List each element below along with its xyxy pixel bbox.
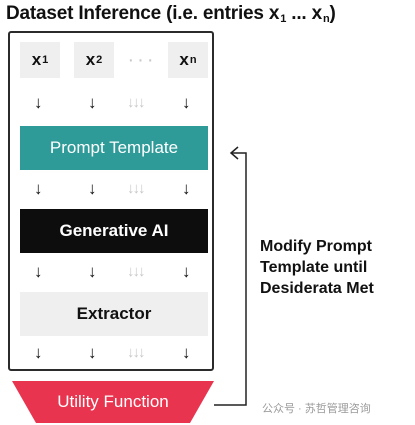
arrow-down-icon: ↓ [34, 179, 43, 198]
arrow-down-icon: ↓ [88, 93, 97, 112]
arrow-down-icon: ↓ [182, 93, 191, 112]
arrow-down-faded-icon: ↓↓↓ [127, 263, 145, 280]
watermark-text: 公众号 · 苏哲管理咨询 [262, 403, 371, 415]
arrow-down-icon: ↓ [182, 343, 191, 362]
arrow-down-icon: ↓ [34, 343, 43, 362]
extractor-block: Extractor [20, 292, 208, 336]
utility-function-block: Utility Function [12, 381, 214, 423]
arrow-down-faded-icon: ↓↓↓ [127, 344, 145, 361]
pipeline-frame [8, 31, 214, 371]
arrow-down-icon: ↓ [182, 179, 191, 198]
arrow-down-faded-icon: ↓↓↓ [127, 94, 145, 111]
arrow-down-icon: ↓ [88, 262, 97, 281]
feedback-label: Modify Prompt Template until Desiderata … [260, 238, 374, 297]
generative-ai-block: Generative AI [20, 209, 208, 253]
prompt-template-block: Prompt Template [20, 126, 208, 170]
arrow-down-icon: ↓ [88, 343, 97, 362]
utility-function-label: Utility Function [57, 392, 169, 411]
entries-ellipsis: ··· [127, 48, 157, 71]
diagram-title: Dataset Inference (i.e. entries x1 ... x… [6, 3, 336, 25]
arrow-down-icon: ↓ [182, 262, 191, 281]
arrow-down-icon: ↓ [88, 179, 97, 198]
arrow-down-faded-icon: ↓↓↓ [127, 180, 145, 197]
arrow-down-icon: ↓ [34, 262, 43, 281]
utility-trapezoid-shape [12, 381, 214, 423]
arrow-down-icon: ↓ [34, 93, 43, 112]
